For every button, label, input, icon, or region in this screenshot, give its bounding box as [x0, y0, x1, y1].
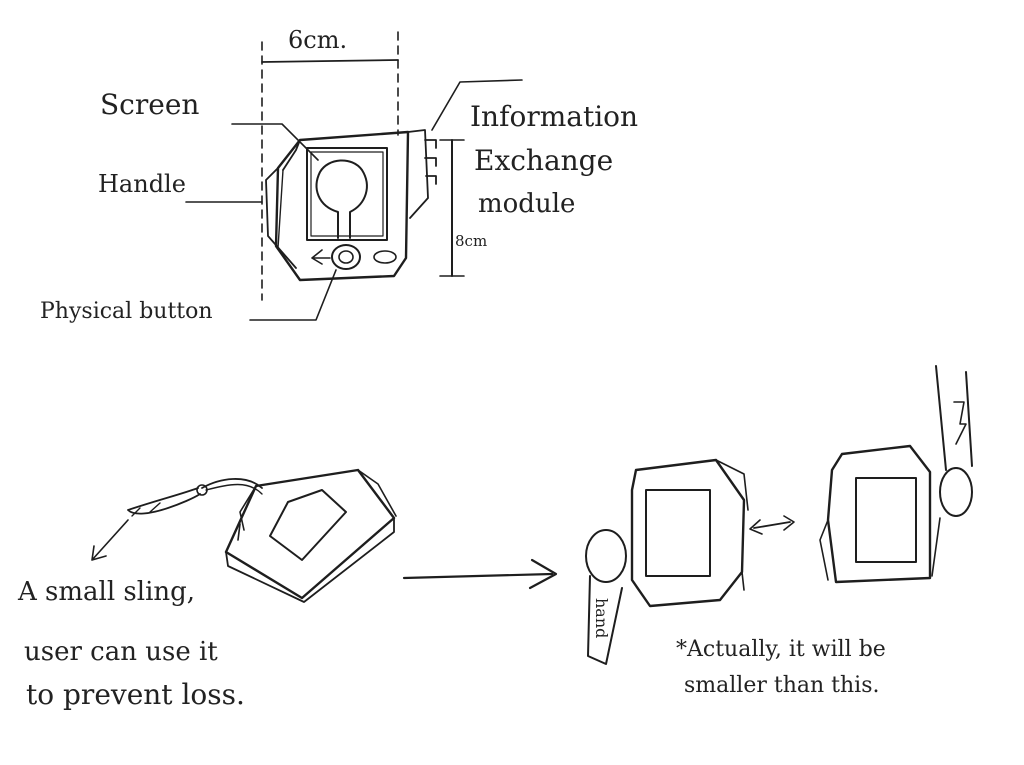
- device-worn-left: [585, 458, 749, 665]
- physical-button-element: [311, 244, 397, 270]
- sling-text-3: to prevent loss.: [26, 678, 245, 711]
- info-module-label-3: module: [478, 189, 575, 219]
- screen-leader: [231, 123, 319, 161]
- sling-text-1: A small sling,: [17, 577, 195, 607]
- device-with-sling: [91, 468, 397, 603]
- info-module-label-1: Information: [470, 100, 638, 133]
- transition-arrow: [402, 558, 558, 590]
- sling-text-2: user can use it: [24, 637, 218, 667]
- swap-arrow: [749, 515, 795, 535]
- screen-element: [306, 147, 388, 241]
- info-module-label-2: Exchange: [474, 144, 613, 177]
- handle-label: Handle: [98, 170, 186, 198]
- button-leader: [249, 269, 337, 321]
- info-leader: [431, 79, 523, 131]
- width-label: 6cm.: [288, 26, 347, 54]
- width-dimension: [261, 31, 399, 301]
- device-body: [265, 129, 429, 282]
- device-worn-right: [819, 365, 973, 584]
- hand-word: hand: [592, 598, 611, 638]
- height-label: 8cm: [455, 232, 487, 250]
- note-text-1: *Actually, it will be: [676, 637, 886, 662]
- height-dimension: [439, 139, 465, 277]
- note-text-2: smaller than this.: [684, 673, 880, 698]
- info-module-element: [424, 139, 437, 185]
- screen-label: Screen: [100, 88, 199, 121]
- physical-button-label: Physical button: [40, 299, 213, 324]
- device-front-view: 6cm.: [185, 26, 523, 321]
